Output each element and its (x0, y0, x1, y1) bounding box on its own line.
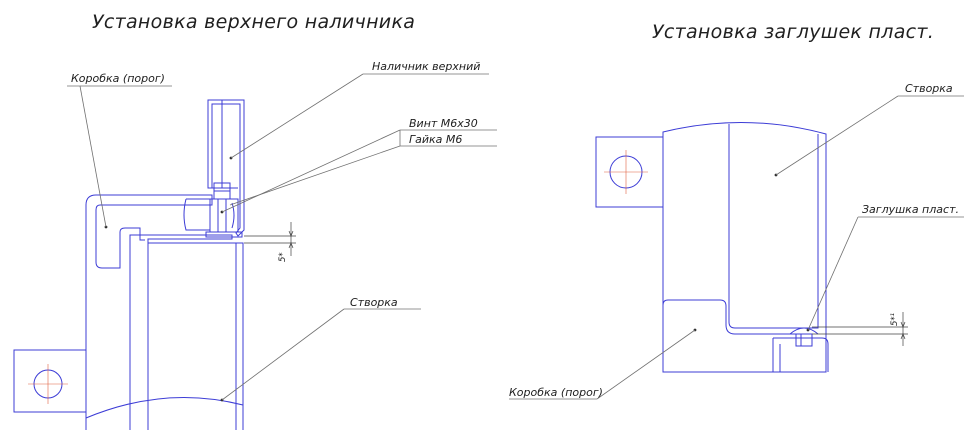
left-nut-leader (229, 145, 401, 206)
right-sash-label: Створка (905, 82, 953, 95)
right-view: 5*¹ Створка Заглушка пласт. Коробка (пор… (509, 82, 964, 400)
right-dim-label: 5*¹ (890, 313, 900, 326)
left-dim-arrows (288, 230, 294, 249)
left-screw-leader (221, 129, 401, 213)
left-view: 5* Коробка (порог) Наличник верхний Винт… (13, 60, 497, 430)
title-left: Установка верхнего наличника (92, 11, 415, 33)
right-plug (795, 333, 813, 347)
right-plug-cap (789, 327, 819, 335)
title-right: Установка заглушек пласт. (652, 21, 934, 43)
left-box-step (139, 228, 145, 241)
left-sash-arc (85, 396, 244, 419)
left-trim-flange (208, 99, 245, 237)
right-dim-arrows (900, 321, 906, 340)
left-sash-label: Створка (350, 296, 398, 309)
right-sash-outline (662, 121, 827, 373)
left-screw-label: Винт М6х30 (409, 117, 478, 130)
right-box-channel-inner (772, 338, 781, 372)
left-box-leader (79, 85, 107, 228)
left-sash-leader (221, 308, 345, 401)
left-hinge-block (13, 349, 87, 413)
left-box-inner (140, 234, 233, 430)
left-box-label: Коробка (порог) (71, 72, 165, 85)
right-plug-label: Заглушка пласт. (862, 203, 959, 216)
left-screw-threads (217, 199, 235, 232)
right-box-profile (662, 299, 805, 335)
left-seal-curve (183, 198, 210, 231)
right-sash-inner (728, 124, 819, 329)
left-box-profile (85, 194, 213, 430)
right-sash-leader (775, 95, 899, 176)
left-trim-leader (230, 73, 364, 159)
right-hinge-block (595, 136, 664, 208)
left-trim-label: Наличник верхний (372, 60, 480, 73)
right-box-leader (596, 329, 696, 400)
left-trim-outer (207, 99, 223, 189)
left-nut-label: Гайка М6 (409, 133, 462, 146)
right-plug-leader (807, 216, 859, 331)
right-box-label: Коробка (порог) (509, 386, 603, 399)
left-washer (205, 231, 243, 238)
right-box-channel (773, 337, 829, 372)
left-sash-outline (148, 242, 244, 430)
left-dim-label: 5* (278, 252, 288, 262)
